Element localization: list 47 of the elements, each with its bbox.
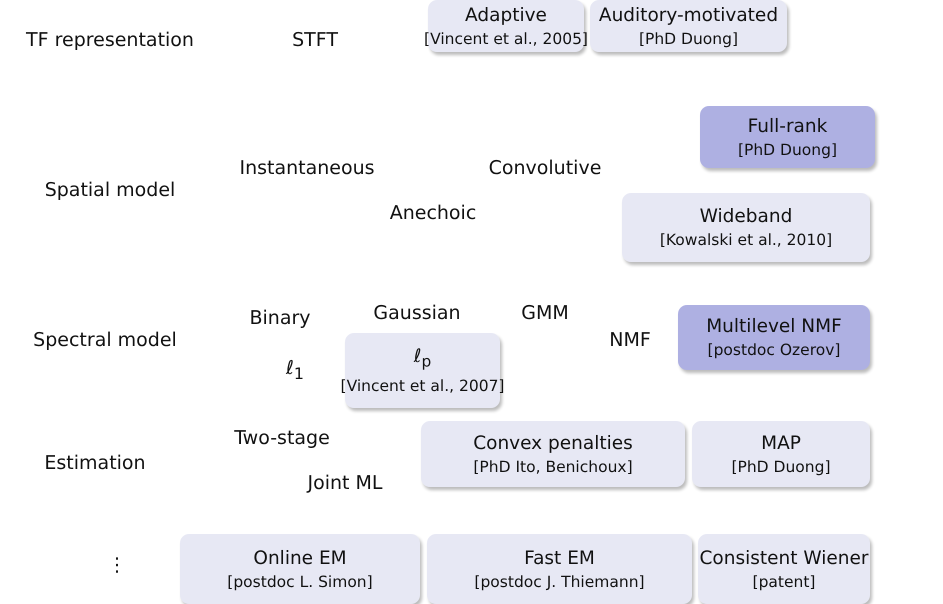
option-label: ℓ$_{1}$	[286, 357, 304, 383]
option-label: Gaussian	[373, 302, 461, 324]
method-box	[678, 305, 870, 370]
method-name: Full-rank	[748, 114, 828, 138]
option-label: Two-stage	[234, 427, 330, 449]
method-box	[622, 193, 870, 262]
reference-text: [PhD Duong]	[738, 140, 838, 160]
option-label: Convolutive	[488, 157, 602, 179]
reference-text: [postdoc Ozerov]	[708, 340, 840, 361]
method-name: Auditory-motivated	[598, 4, 778, 28]
method-name: Adaptive	[465, 4, 547, 28]
method-name: Wideband	[700, 205, 792, 229]
method-name: Online EM	[253, 546, 347, 570]
method-box	[590, 0, 787, 52]
reference-text: [Vincent et al., 2005]	[424, 28, 588, 50]
method-name: ℓ$_{p}$	[414, 345, 432, 373]
row-heading: Spectral model	[33, 329, 177, 351]
reference-text: [postdoc J. Thiemann]	[474, 572, 645, 592]
option-label: STFT	[292, 29, 338, 51]
reference-text: [PhD Duong]	[638, 28, 738, 50]
row-heading: Spatial model	[44, 179, 176, 201]
option-label: GMM	[521, 302, 569, 324]
reference-text: [Vincent et al., 2007]	[340, 376, 504, 397]
row-heading: TF representation	[26, 29, 194, 51]
method-box	[698, 534, 870, 604]
ellipsis-mark: ⋮	[108, 554, 126, 576]
method-box	[427, 534, 692, 604]
method-name: Consistent Wiener	[700, 546, 868, 570]
option-label: Binary	[249, 307, 311, 329]
reference-text: [PhD Ito, Benichoux]	[473, 456, 633, 478]
reference-text: [patent]	[752, 572, 816, 592]
row-heading: Estimation	[44, 452, 146, 474]
reference-text: [postdoc L. Simon]	[227, 572, 373, 592]
method-name: MAP	[761, 432, 801, 456]
reference-text: [Kowalski et al., 2010]	[660, 230, 832, 251]
option-label: Instantaneous	[239, 157, 375, 179]
option-label: NMF	[609, 329, 651, 351]
method-name: Fast EM	[524, 546, 595, 570]
method-box	[700, 106, 875, 168]
method-box	[180, 534, 420, 604]
option-label: Joint ML	[307, 472, 383, 494]
method-name: Multilevel NMF	[706, 315, 842, 339]
method-name: Convex penalties	[473, 432, 633, 456]
reference-text: [PhD Duong]	[731, 456, 831, 478]
method-box	[421, 421, 685, 487]
option-label: Anechoic	[390, 202, 476, 224]
method-box	[692, 421, 870, 487]
